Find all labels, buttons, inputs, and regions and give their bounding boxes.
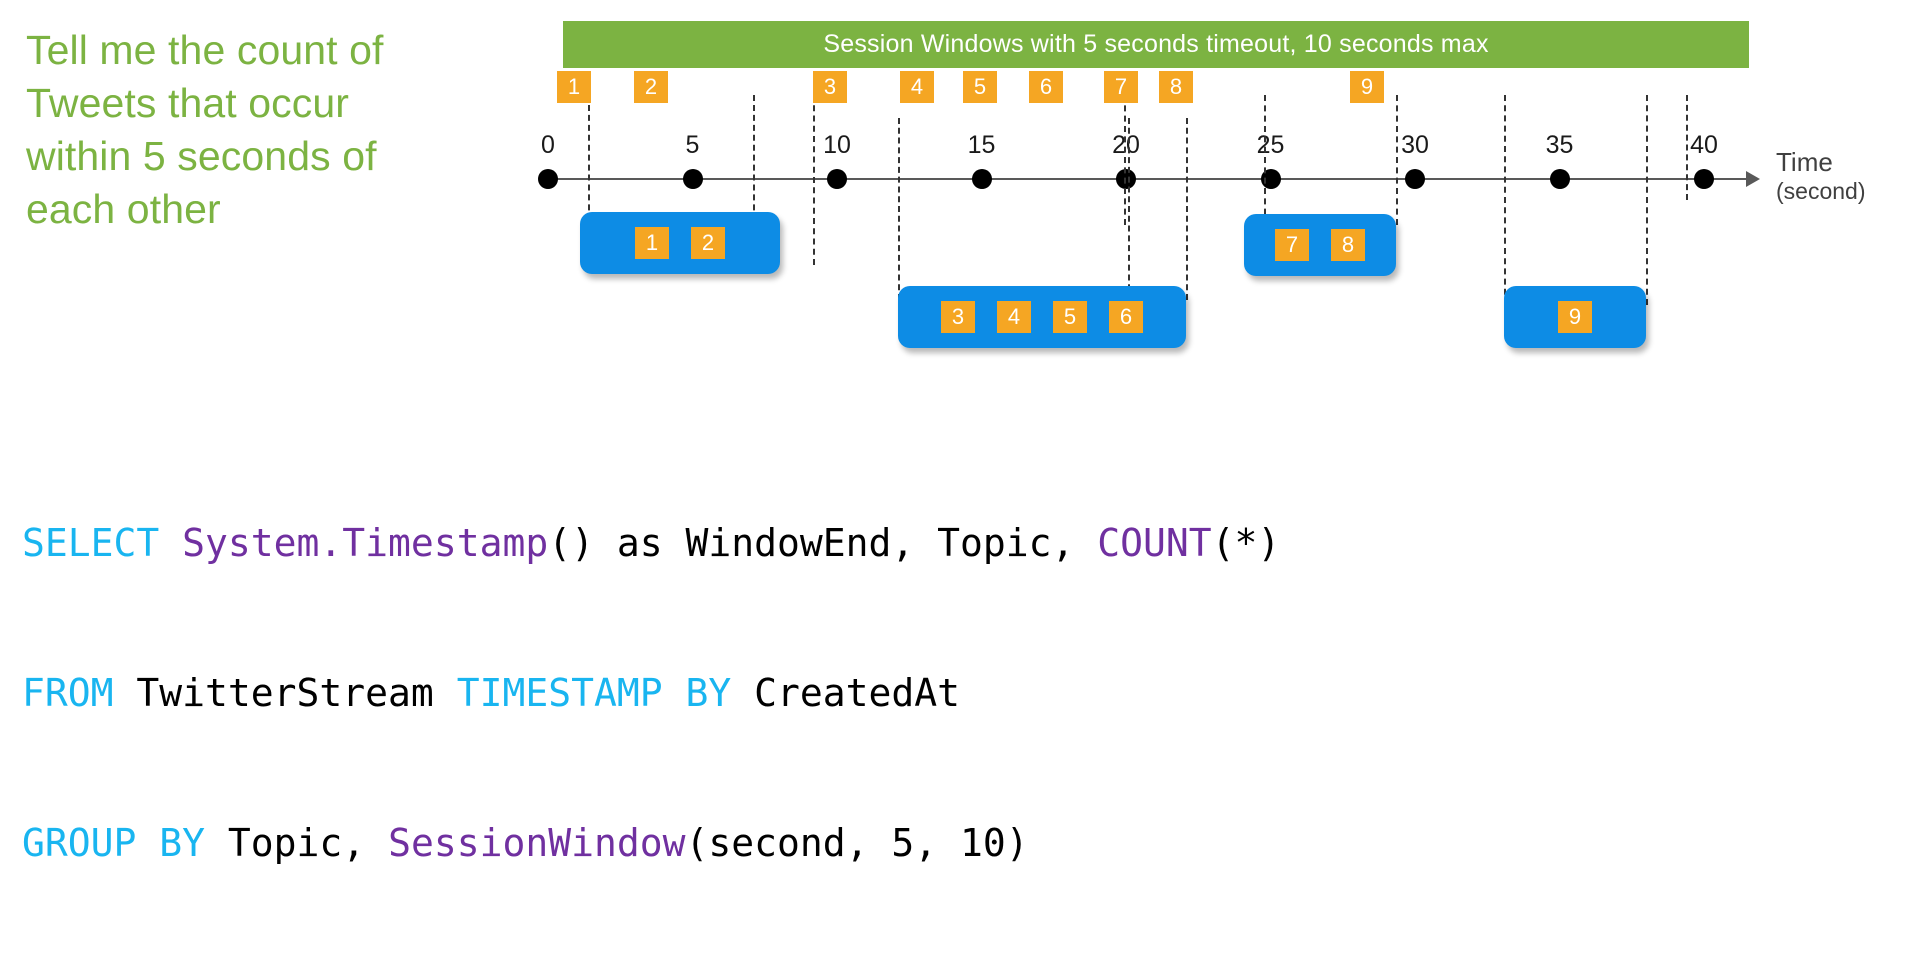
session-event-chip: 9 (1558, 301, 1592, 333)
session-boundary-line (1686, 95, 1688, 200)
sql-token: FROM (22, 671, 137, 715)
axis-tick-label: 0 (541, 131, 555, 159)
session-boundary-line (1186, 118, 1188, 300)
session-event-chip: 8 (1331, 229, 1365, 261)
session-window-box: 9 (1504, 286, 1646, 348)
axis-tick-label: 15 (967, 131, 996, 159)
axis-event-dot (1405, 169, 1425, 189)
session-event-chip: 4 (997, 301, 1031, 333)
axis-tick-label: 30 (1401, 131, 1429, 159)
time-axis-line (548, 178, 1748, 180)
time-axis-label-unit: (second) (1776, 178, 1866, 204)
axis-event-dot (682, 169, 703, 189)
sql-token: (*) (1211, 521, 1281, 565)
time-axis-arrow-icon (1746, 171, 1760, 187)
sql-line-3: GROUP BY Topic, SessionWindow(second, 5,… (22, 818, 1280, 868)
session-boundary-line (1646, 95, 1648, 305)
session-boundary-line (813, 95, 815, 265)
event-chip: 3 (813, 71, 847, 103)
session-boundary-line (588, 95, 590, 260)
session-boundary-line (1504, 95, 1506, 305)
event-chip: 2 (634, 71, 668, 103)
event-chip: 9 (1350, 71, 1384, 103)
event-chip: 4 (900, 71, 934, 103)
session-boundary-line (1128, 118, 1130, 300)
axis-event-dot (827, 169, 847, 189)
session-event-chip: 2 (691, 227, 725, 259)
axis-event-dot (1694, 169, 1714, 189)
sql-token: () as WindowEnd, Topic, (548, 521, 1098, 565)
axis-event-dot (538, 169, 558, 189)
sql-token: SELECT (22, 521, 183, 565)
session-window-banner: Session Windows with 5 seconds timeout, … (563, 21, 1749, 68)
session-event-chip: 3 (941, 301, 975, 333)
event-chip: 1 (557, 71, 591, 103)
axis-tick-label: 40 (1690, 131, 1718, 159)
slide-canvas: Tell me the count of Tweets that occur w… (0, 0, 1912, 865)
axis-tick-label: 35 (1545, 131, 1574, 159)
session-boundary-line (1124, 95, 1126, 225)
sql-token: COUNT (1097, 521, 1212, 565)
sql-token: System.Timestamp (182, 521, 549, 565)
time-axis-label: Time (second) (1776, 148, 1865, 206)
session-event-chip: 5 (1053, 301, 1087, 333)
sql-token: GROUP BY (22, 821, 228, 865)
sql-token: TwitterStream (136, 671, 457, 715)
sql-token: TIMESTAMP BY (456, 671, 755, 715)
axis-event-dot (971, 169, 992, 189)
session-boundary-line (1396, 95, 1398, 225)
event-chip: 5 (963, 71, 997, 103)
session-event-chip: 6 (1109, 301, 1143, 333)
axis-tick-label: 10 (823, 131, 851, 159)
sql-token: Topic, (227, 821, 389, 865)
sql-token: SessionWindow (388, 821, 686, 865)
sql-token: (second, 5, 10) (685, 821, 1029, 865)
axis-tick-label: 20 (1112, 131, 1140, 159)
axis-tick-label: 25 (1256, 131, 1285, 159)
axis-event-dot (1549, 169, 1570, 189)
sql-token: CreatedAt (754, 671, 961, 715)
sql-line-2: FROM TwitterStream TIMESTAMP BY CreatedA… (22, 668, 1280, 718)
sql-line-1: SELECT System.Timestamp() as WindowEnd, … (22, 518, 1280, 568)
banner-title: Session Windows with 5 seconds timeout, … (823, 30, 1489, 58)
prompt-text: Tell me the count of Tweets that occur w… (26, 27, 384, 232)
axis-event-dot (1116, 169, 1136, 189)
session-boundary-line (753, 95, 755, 260)
event-chip: 8 (1159, 71, 1193, 103)
sql-query-block: SELECT System.Timestamp() as WindowEnd, … (22, 418, 1280, 968)
event-chip: 7 (1104, 71, 1138, 103)
session-event-chip: 7 (1275, 229, 1309, 261)
time-axis-label-main: Time (1776, 147, 1833, 177)
session-boundary-line (1264, 95, 1266, 225)
session-boundary-line (898, 118, 900, 300)
axis-tick-label: 5 (685, 131, 700, 159)
event-chip: 6 (1029, 71, 1063, 103)
session-event-chip: 1 (635, 227, 669, 259)
